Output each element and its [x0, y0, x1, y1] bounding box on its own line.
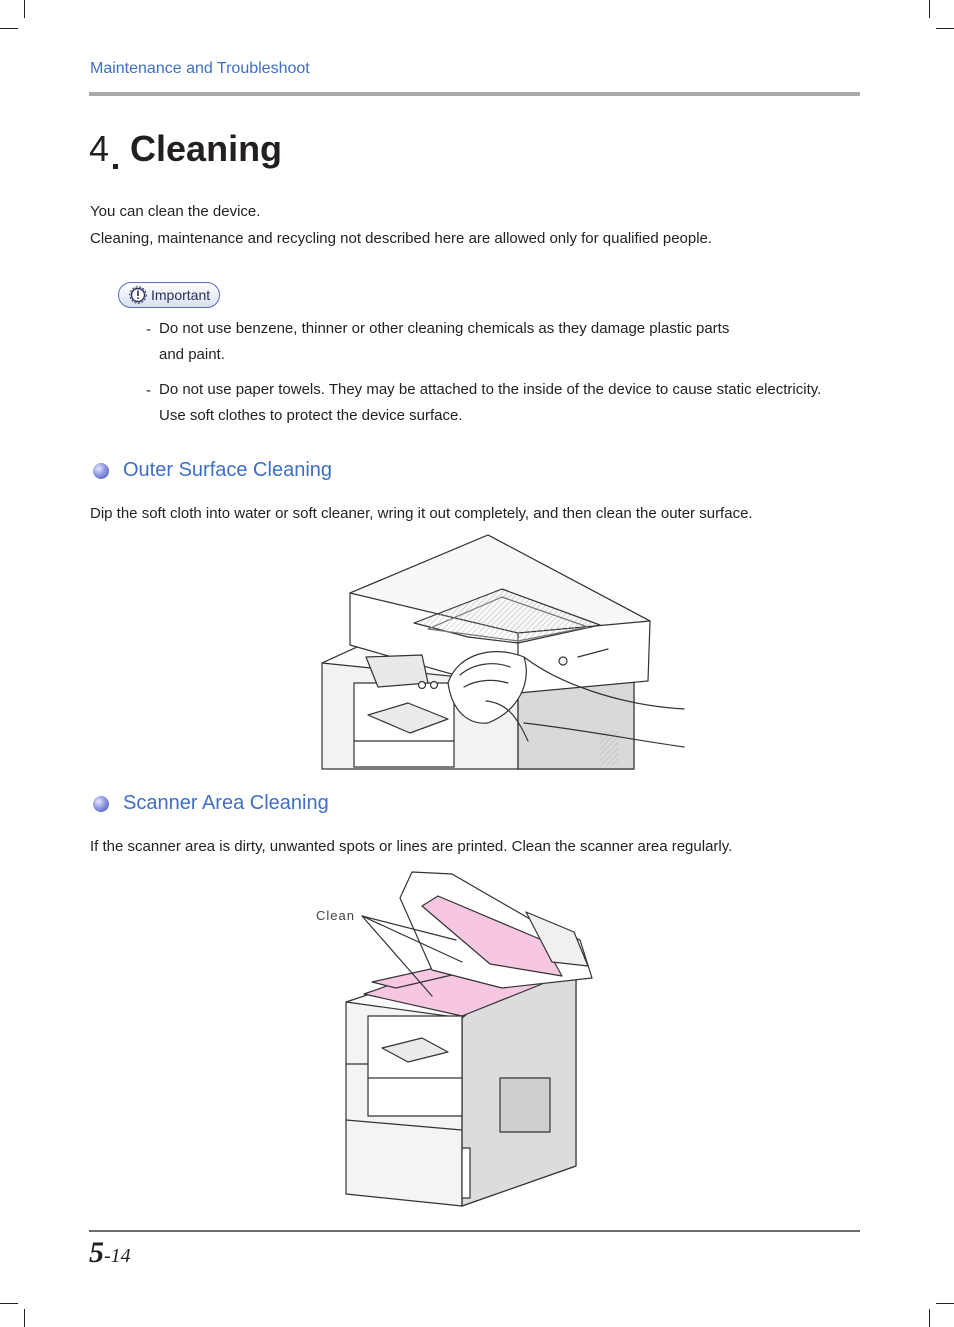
outer-cleaning-illustration [321, 534, 685, 770]
outer-surface-text: Dip the soft cloth into water or soft cl… [90, 505, 753, 522]
crop-mark [0, 28, 18, 29]
section-heading-text: Scanner Area Cleaning [123, 792, 329, 814]
crop-mark [929, 1309, 930, 1327]
footer-rule [89, 1230, 860, 1232]
scanner-area-text: If the scanner area is dirty, unwanted s… [90, 838, 733, 855]
section-heading-scanner-area: Scanner Area Cleaning [93, 792, 329, 815]
bullet-line: and paint. [159, 346, 225, 363]
bullet-line: Use soft clothes to protect the device s… [159, 407, 463, 424]
important-bullet-2: Do not use paper towels. They may be att… [159, 377, 821, 429]
page-index: -14 [104, 1245, 131, 1267]
crop-mark [936, 1303, 954, 1304]
title-dot [113, 164, 119, 169]
crop-mark [24, 0, 25, 18]
important-badge: Important [118, 282, 220, 308]
intro-line-2: Cleaning, maintenance and recycling not … [90, 230, 713, 247]
bullet-line: Do not use benzene, thinner or other cle… [159, 320, 730, 337]
intro-line-1: You can clean the device. [90, 203, 261, 220]
crop-mark [936, 28, 954, 29]
bullet-line: Do not use paper towels. They may be att… [159, 381, 822, 398]
page-chapter: 5 [89, 1236, 104, 1269]
page-title: 4 Cleaning [89, 128, 282, 170]
title-number: 4 [89, 128, 110, 169]
running-header: Maintenance and Troubleshoot [90, 60, 310, 77]
header-rule [89, 92, 860, 96]
scanner-cleaning-illustration: Clean [316, 871, 593, 1207]
section-heading-text: Outer Surface Cleaning [123, 459, 333, 481]
title-text: Cleaning [130, 128, 283, 169]
important-label: Important [151, 287, 211, 303]
crop-mark [929, 0, 930, 18]
page-number: 5-14 [89, 1236, 131, 1270]
crop-mark [24, 1309, 25, 1327]
caution-icon [129, 286, 147, 304]
important-bullet-1: Do not use benzene, thinner or other cle… [159, 316, 729, 368]
crop-mark [0, 1303, 18, 1304]
section-heading-outer-surface: Outer Surface Cleaning [93, 459, 332, 482]
bullet-dash: - [146, 382, 151, 399]
bullet-ball-icon [93, 795, 109, 812]
bullet-ball-icon [93, 462, 109, 479]
clean-callout: Clean [316, 908, 355, 923]
bullet-dash: - [146, 321, 151, 338]
